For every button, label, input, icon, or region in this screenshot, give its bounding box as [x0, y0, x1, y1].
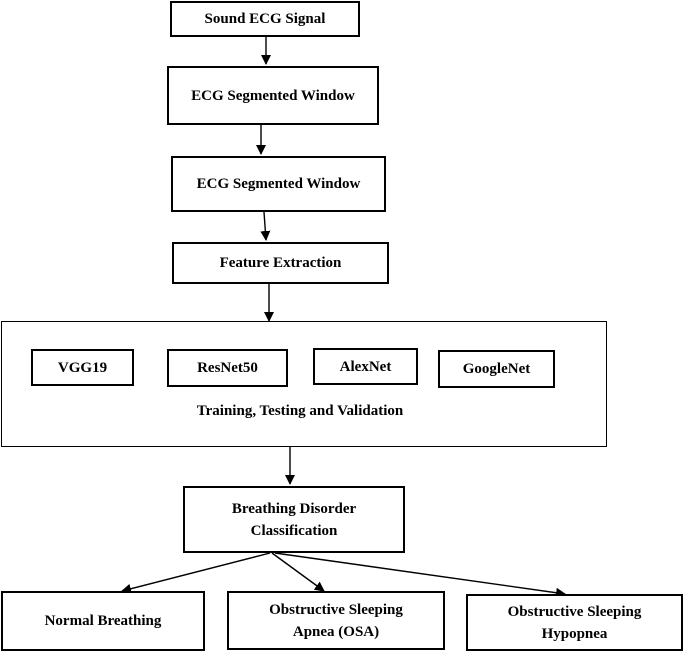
- vgg19-label: VGG19: [57, 359, 108, 376]
- ecg-segmented-window-box-1: ECG Segmented Window: [167, 66, 379, 125]
- alexnet-box: AlexNet: [313, 348, 418, 385]
- arrow-classification-to-hypopnea: [274, 552, 566, 598]
- classification-label-line1: Breathing Disorder: [231, 500, 357, 517]
- sound-ecg-signal-box: Sound ECG Signal: [170, 1, 360, 37]
- feature-extraction-box: Feature Extraction: [172, 242, 389, 284]
- vgg19-box: VGG19: [31, 349, 134, 386]
- arrow-classification-to-normal: [121, 552, 271, 594]
- hypopnea-label-line1: Obstructive Sleeping: [507, 603, 642, 620]
- googlenet-label: GoogleNet: [462, 361, 531, 377]
- arrow-classification-to-osa: [271, 552, 325, 592]
- osa-box: Obstructive Sleeping Apnea (OSA): [227, 591, 445, 650]
- feature-extraction-label: Feature Extraction: [219, 255, 342, 271]
- ecg-segmented-window-label-2: ECG Segmented Window: [196, 176, 361, 192]
- hypopnea-box: Obstructive Sleeping Hypopnea: [466, 594, 683, 651]
- breathing-disorder-classification-box: Breathing Disorder Classification: [183, 486, 405, 553]
- normal-breathing-label: Normal Breathing: [44, 613, 162, 629]
- arrow-window2-to-features: [260, 211, 271, 241]
- googlenet-box: GoogleNet: [438, 350, 555, 388]
- resnet50-box: ResNet50: [167, 349, 288, 387]
- osa-label-line1: Obstructive Sleeping: [269, 601, 403, 618]
- hypopnea-label-line2: Hypopnea: [541, 625, 608, 642]
- training-testing-validation-label: Training, Testing and Validation: [196, 403, 404, 419]
- normal-breathing-box: Normal Breathing: [1, 591, 205, 651]
- osa-label-line2: Apnea (OSA): [292, 623, 380, 640]
- classification-label-line2: Classification: [250, 522, 338, 539]
- ecg-segmented-window-box-2: ECG Segmented Window: [171, 156, 386, 212]
- resnet50-label: ResNet50: [197, 360, 258, 376]
- ecg-segmented-window-label-1: ECG Segmented Window: [191, 87, 355, 104]
- sound-ecg-signal-label: Sound ECG Signal: [204, 11, 326, 27]
- alexnet-label: AlexNet: [339, 358, 392, 375]
